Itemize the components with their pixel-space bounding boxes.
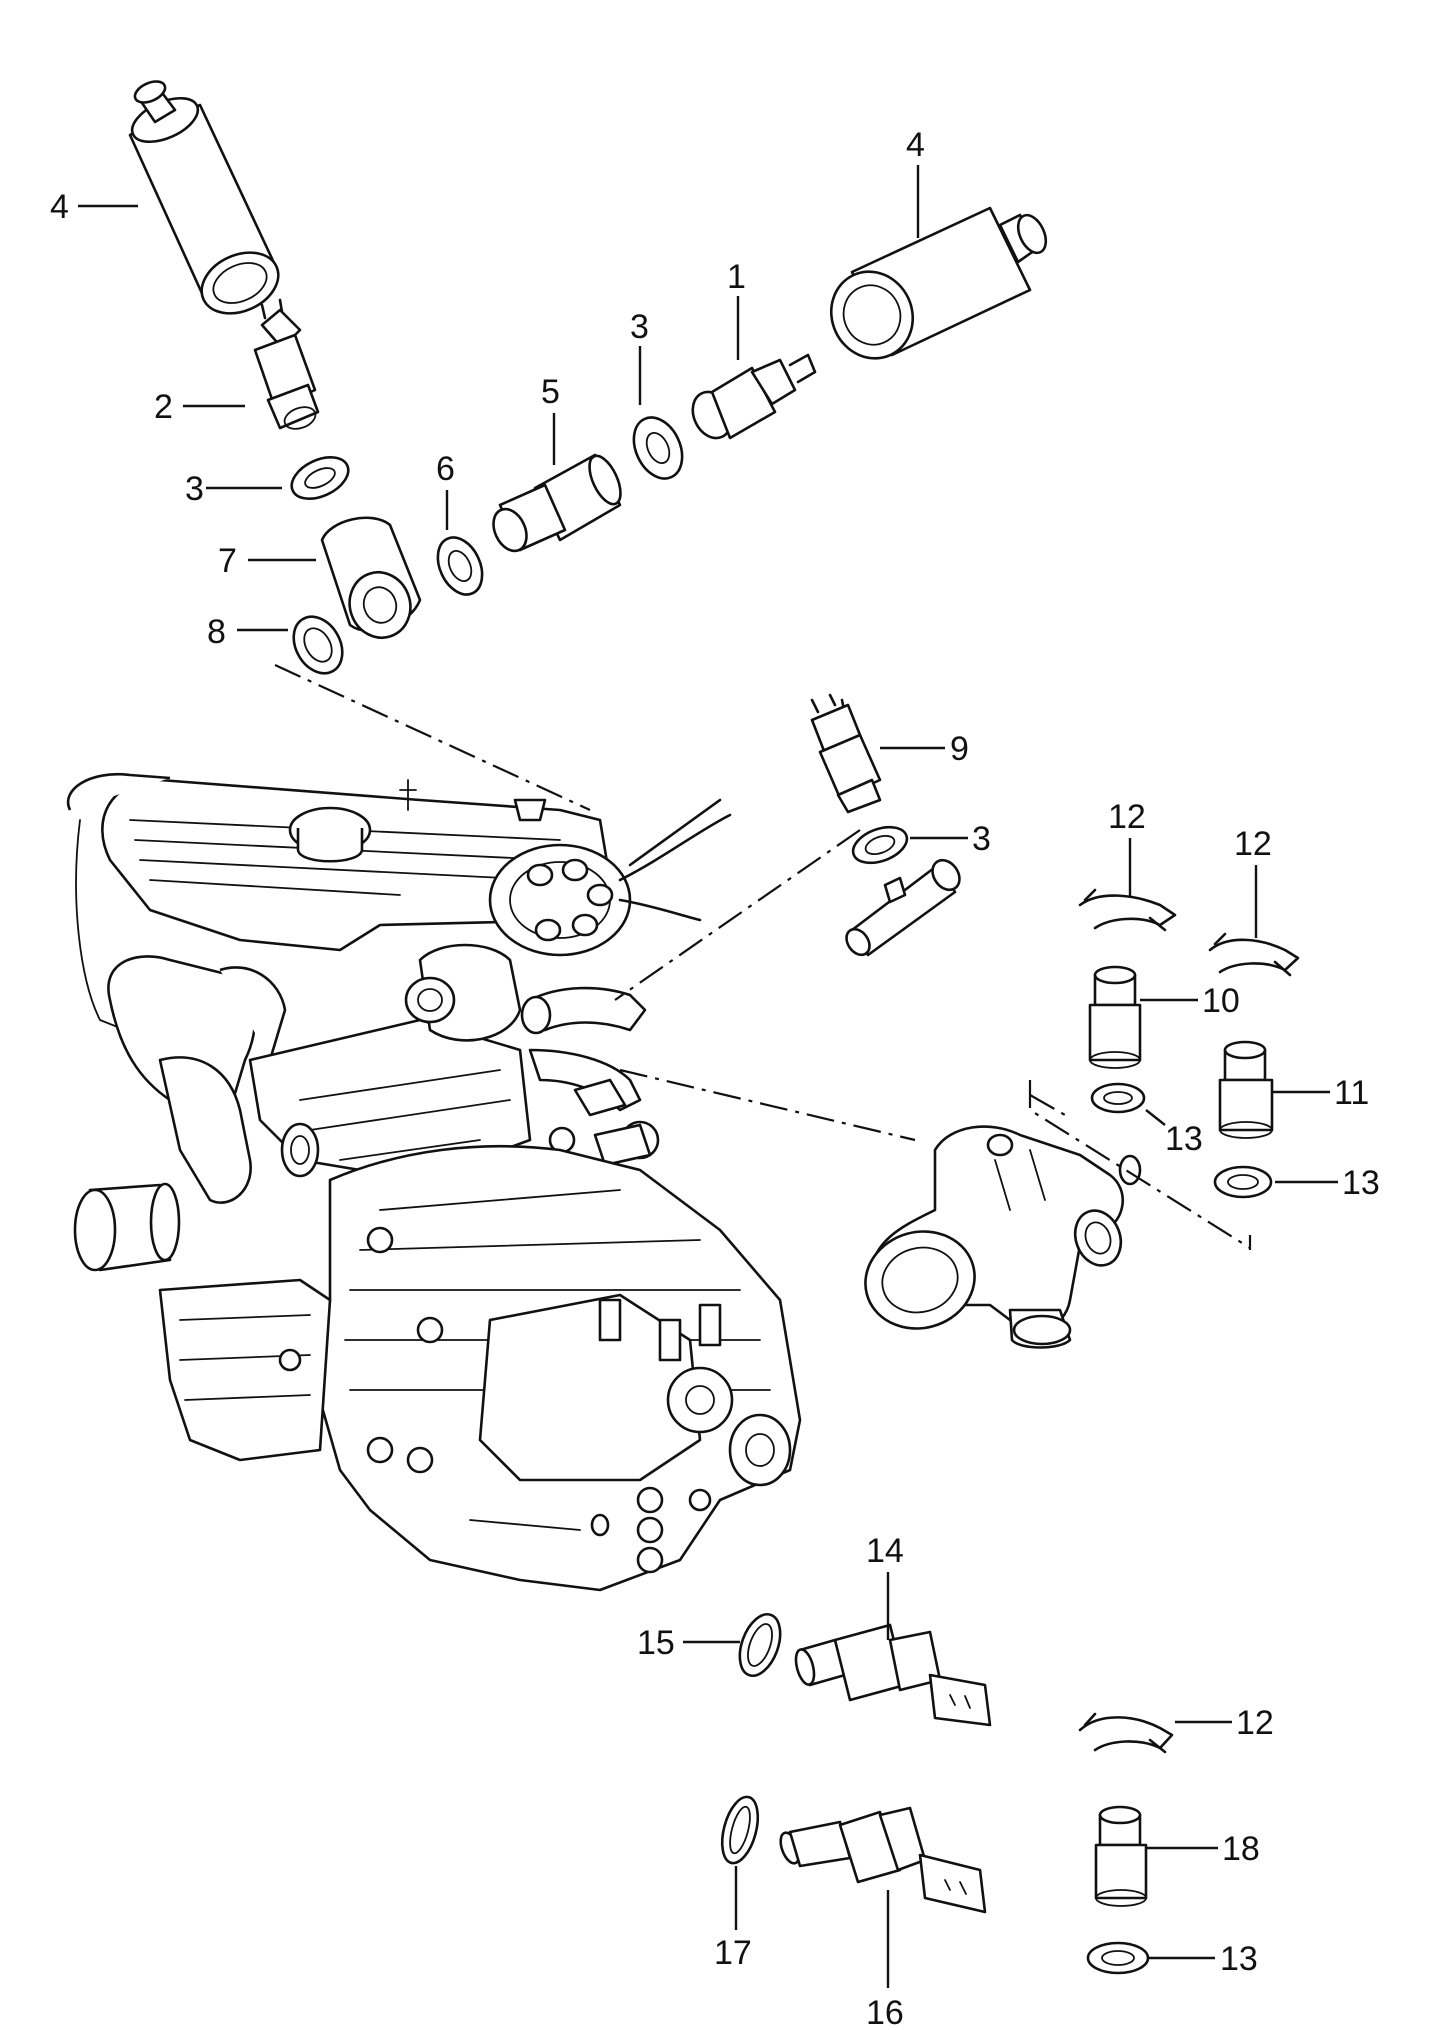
part-6-washer: [436, 536, 484, 596]
leader-lines: [78, 165, 1338, 1988]
callout-8: 8: [207, 613, 226, 651]
part-15-o-ring: [738, 1613, 782, 1677]
part-4-canister-left: [128, 80, 280, 315]
part-1-sensor: [691, 353, 817, 440]
part-16-sender: [779, 1806, 987, 1914]
part-4-canister-right: [829, 206, 1048, 360]
callout-14: 14: [866, 1532, 904, 1570]
part-2-sensor: [253, 298, 320, 430]
thermostat-housing: [864, 1125, 1142, 1349]
callout-3-center: 3: [630, 308, 649, 346]
callout-7: 7: [218, 542, 237, 580]
part-17-o-ring: [720, 1795, 760, 1865]
callout-2: 2: [154, 388, 173, 426]
part-13-washer-c: [1086, 1941, 1150, 1975]
part-5-fitting: [492, 453, 622, 553]
callout-5: 5: [541, 373, 560, 411]
part-14-sender: [794, 1623, 992, 1727]
assembly-lines: [274, 664, 1252, 1250]
callout-13-c: 13: [1220, 1940, 1258, 1978]
callout-3-left: 3: [185, 470, 204, 508]
callout-16: 16: [866, 1994, 904, 2030]
callout-9: 9: [950, 730, 969, 768]
callout-4-left: 4: [50, 188, 69, 226]
callout-12-a: 12: [1108, 798, 1146, 836]
part-3-washer-left: [290, 456, 350, 500]
part-13-washer-b: [1213, 1165, 1273, 1199]
part-12-clip-c: [1078, 1712, 1174, 1754]
engine-assembly: [66, 772, 802, 1592]
part-13-washer-a: [1090, 1082, 1146, 1114]
callout-labels: 4 4 1 2 3 3 5 6 7 8 9 3 12 12 10 11 13 1…: [50, 126, 1380, 2030]
callout-11: 11: [1334, 1074, 1369, 1112]
callout-13-a: 13: [1165, 1120, 1203, 1158]
coolant-pipe: [845, 858, 961, 957]
callout-12-c: 12: [1236, 1704, 1274, 1742]
callout-12-b: 12: [1234, 825, 1272, 863]
part-12-clip-a: [1078, 888, 1177, 932]
callout-15: 15: [637, 1624, 675, 1662]
part-3-washer-right: [851, 825, 909, 865]
part-9-sensor: [810, 693, 882, 814]
callout-1: 1: [727, 258, 746, 296]
part-8-washer: [292, 615, 344, 675]
callout-17: 17: [714, 1934, 752, 1972]
callout-10: 10: [1202, 982, 1240, 1020]
part-18-sensor: [1094, 1805, 1148, 1907]
callout-4-right: 4: [906, 126, 925, 164]
callout-6: 6: [436, 450, 455, 488]
callout-13-b: 13: [1342, 1164, 1380, 1202]
part-11-sensor: [1218, 1040, 1274, 1139]
callout-18: 18: [1222, 1830, 1260, 1868]
part-3-washer-center: [632, 416, 684, 480]
part-7-adapter: [320, 516, 422, 639]
part-10-sensor: [1088, 965, 1142, 1069]
callout-3-right: 3: [972, 820, 991, 858]
part-12-clip-b: [1208, 932, 1300, 977]
